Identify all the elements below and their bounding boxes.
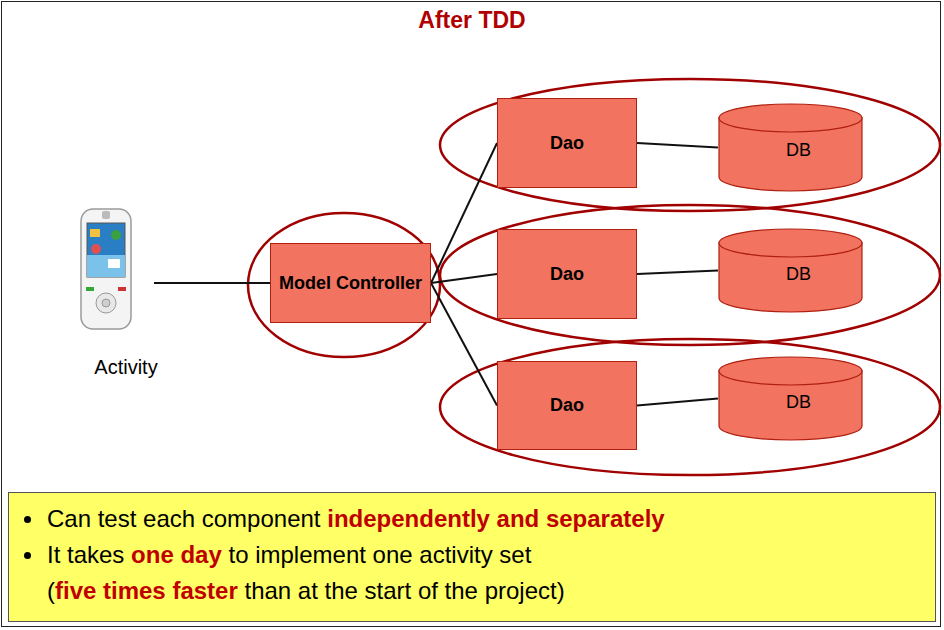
- bullet-dot: [24, 552, 31, 559]
- phone-icon: [111, 230, 121, 240]
- connector-line: [637, 143, 718, 148]
- highlight-text: one day: [131, 541, 222, 568]
- highlight-text: five times faster: [55, 577, 238, 604]
- note-text: Can test each component: [47, 505, 321, 532]
- phone-icon: [108, 259, 120, 268]
- component-box: Dao: [497, 361, 637, 450]
- cylinder-top: [719, 229, 862, 257]
- db-label: DB: [718, 264, 879, 285]
- database-cylinder: DB: [718, 103, 879, 192]
- connector-line: [154, 282, 270, 284]
- note-text: (: [47, 577, 55, 604]
- note-line: It takes one day to implement one activity…: [9, 537, 935, 573]
- bullet-dot: [24, 516, 31, 523]
- database-cylinder: DB: [718, 356, 879, 441]
- cylinder-top: [719, 104, 862, 132]
- note-line: Can test each componentindependently and…: [9, 501, 935, 537]
- group-ellipse: [248, 213, 440, 357]
- group-ellipse: [440, 205, 940, 345]
- box-label: Dao: [546, 128, 588, 159]
- phone-key: [118, 287, 126, 291]
- phone-button: [102, 299, 110, 307]
- phone-icon: [91, 244, 101, 254]
- activity-node: Activity: [78, 203, 174, 379]
- phone-screen-sky: [87, 255, 125, 277]
- connector-line: [637, 271, 718, 275]
- box-label: Model Controller: [275, 268, 426, 299]
- phone-illustration: [78, 207, 134, 331]
- phone-screen: [87, 223, 125, 277]
- phone-antenna: [102, 211, 110, 219]
- highlight-text: independently and separately: [327, 505, 664, 532]
- box-label: Dao: [546, 390, 588, 421]
- db-label: DB: [718, 140, 879, 161]
- connector-line: [431, 143, 497, 283]
- note-text: It takes: [47, 541, 124, 568]
- cylinder-top: [719, 357, 862, 385]
- connector-line: [431, 274, 497, 283]
- phone-button: [96, 293, 116, 313]
- group-ellipse: [440, 339, 940, 475]
- note-text: than at the start of the project): [244, 577, 564, 604]
- phone-icon: [90, 229, 100, 237]
- database-cylinder: DB: [718, 228, 879, 313]
- diagram-title: After TDD: [0, 7, 944, 34]
- note-line: (five times fasterthan at the start of t…: [9, 573, 935, 609]
- group-ellipse: [440, 79, 940, 211]
- connector-line: [637, 399, 718, 406]
- component-box: Dao: [497, 229, 637, 319]
- connector-line: [431, 283, 497, 406]
- activity-label: Activity: [94, 356, 157, 379]
- phone-key: [86, 287, 94, 291]
- component-box: Model Controller: [270, 243, 431, 323]
- box-label: Dao: [546, 259, 588, 290]
- note-box: Can test each componentindependently and…: [8, 492, 936, 622]
- phone-body: [81, 209, 131, 329]
- db-label: DB: [718, 392, 879, 413]
- component-box: Dao: [497, 98, 637, 188]
- note-text: to implement one activity set: [229, 541, 532, 568]
